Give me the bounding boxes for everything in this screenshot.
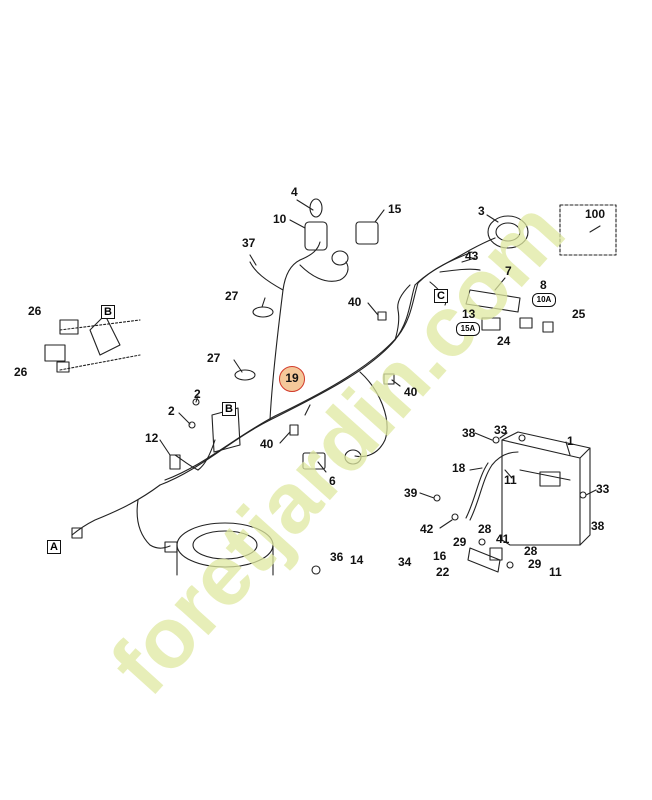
callout-29-left: 29 [453, 535, 467, 549]
callout-14: 14 [350, 553, 364, 567]
callout-41: 41 [496, 532, 510, 546]
callout-13: 13 [462, 307, 476, 321]
callout-3: 3 [478, 204, 485, 218]
callout-2-left: 2 [168, 404, 175, 418]
callout-36: 36 [330, 550, 344, 564]
callout-11-bottom: 11 [549, 565, 562, 579]
connector-label-b-detail: B [101, 305, 115, 319]
callout-10: 10 [273, 212, 287, 226]
callout-39: 39 [404, 486, 418, 500]
callout-25: 25 [572, 307, 586, 321]
callout-11-top: 11 [504, 473, 517, 487]
callout-8: 8 [540, 278, 547, 292]
callout-12: 12 [145, 431, 159, 445]
callout-42: 42 [420, 522, 434, 536]
callout-40-top: 40 [348, 295, 362, 309]
battery-outline [501, 439, 581, 546]
main-harness [159, 284, 416, 486]
connector-label-b-main: B [222, 402, 236, 416]
callout-26-bottom: 26 [14, 365, 28, 379]
fuse-rating-15a: 15A [456, 322, 480, 336]
callout-37: 37 [242, 236, 256, 250]
callout-2-top: 2 [194, 387, 201, 401]
callout-22: 22 [436, 565, 450, 579]
callout-18: 18 [452, 461, 466, 475]
callout-15: 15 [388, 202, 402, 216]
callout-40-right: 40 [404, 385, 418, 399]
callout-26-top: 26 [28, 304, 42, 318]
callout-27-top: 27 [225, 289, 239, 303]
callout-27-bottom: 27 [207, 351, 221, 365]
highlighted-callout-19[interactable]: 19 [279, 366, 305, 392]
callout-33-top: 33 [494, 423, 508, 437]
callout-28-right: 28 [524, 544, 538, 558]
callout-16: 16 [433, 549, 447, 563]
callout-1: 1 [567, 434, 574, 448]
callout-40-left: 40 [260, 437, 274, 451]
callout-29-right: 29 [528, 557, 542, 571]
connector-label-a: A [47, 540, 61, 554]
callout-33-right: 33 [596, 482, 610, 496]
connector-label-c: C [434, 289, 448, 303]
callout-24: 24 [497, 334, 511, 348]
callout-6: 6 [329, 474, 336, 488]
callout-38-top: 38 [462, 426, 476, 440]
callout-28-top: 28 [478, 522, 492, 536]
callout-34: 34 [398, 555, 412, 569]
callout-100: 100 [585, 207, 606, 221]
callout-43: 43 [465, 249, 479, 263]
callout-38-right: 38 [591, 519, 605, 533]
fuse-rating-10a: 10A [532, 293, 556, 307]
callout-7: 7 [505, 264, 512, 278]
harness-branch-a [71, 484, 161, 536]
callout-4: 4 [291, 185, 298, 199]
